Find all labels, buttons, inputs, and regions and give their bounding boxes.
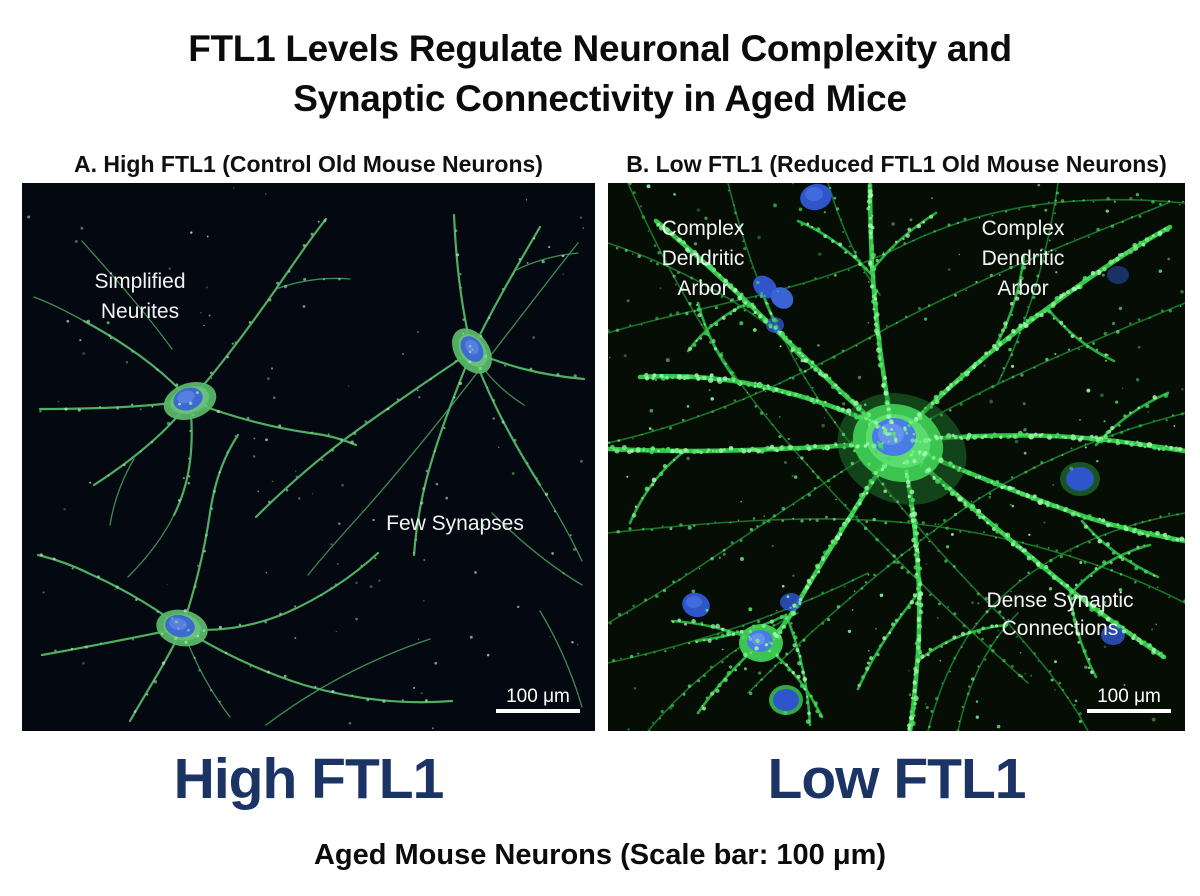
nucleus-highlight — [169, 617, 187, 631]
panel-a-micrograph: Simplified Neurites Few Synapses 100 μm — [22, 183, 595, 731]
nucleus-highlight — [805, 187, 823, 201]
panel-a-stray-neurites — [81, 240, 583, 726]
annotation-arbor-right-line1: Complex — [982, 217, 1065, 240]
annotation-simplified-neurites-line1: Simplified — [94, 270, 185, 293]
nucleus — [766, 317, 784, 333]
panel-a-header: A. High FTL1 (Control Old Mouse Neurons) — [74, 151, 543, 177]
figure-title: FTL1 Levels Regulate Neuronal Complexity… — [0, 24, 1200, 124]
neuron-a1-soma — [163, 381, 217, 421]
scale-bar-line — [1087, 709, 1171, 713]
panel-b-dapi-nuclei — [682, 183, 1129, 715]
panel-a-puncta — [27, 187, 584, 730]
figure-title-line1: FTL1 Levels Regulate Neuronal Complexity… — [188, 28, 1012, 69]
panel-b-synaptic-puncta — [608, 183, 1185, 731]
nucleus — [770, 287, 794, 309]
panel-a-footer-label: High FTL1 — [173, 747, 445, 811]
panel-b-footer-label: Low FTL1 — [767, 747, 1027, 811]
neuron-a3-soma — [156, 609, 208, 647]
scale-bar-label: 100 μm — [506, 686, 570, 707]
annotation-arbor-left-line3: Arbor — [677, 277, 728, 300]
nucleus — [1066, 467, 1094, 491]
nucleus-highlight — [177, 390, 195, 404]
panel-a-background — [22, 183, 595, 731]
annotation-few-synapses: Few Synapses — [386, 512, 524, 535]
scale-bar-line — [496, 709, 580, 713]
annotation-dense-synaptic-line2: Connections — [1002, 617, 1119, 640]
annotation-simplified-neurites-line2: Neurites — [101, 300, 179, 323]
nucleus — [753, 275, 777, 299]
panel-b-header: B. Low FTL1 (Reduced FTL1 Old Mouse Neur… — [626, 151, 1167, 177]
figure-title-line2: Synaptic Connectivity in Aged Mice — [293, 78, 907, 119]
annotation-dense-synaptic-line1: Dense Synaptic — [986, 589, 1133, 612]
nucleus — [1107, 266, 1129, 284]
figure-caption: Aged Mouse Neurons (Scale bar: 100 μm) — [313, 839, 887, 871]
annotation-arbor-left-line1: Complex — [662, 217, 745, 240]
annotation-arbor-right-line2: Dendritic — [982, 247, 1065, 270]
annotation-arbor-right-line3: Arbor — [997, 277, 1048, 300]
annotation-arbor-left-line2: Dendritic — [662, 247, 745, 270]
panel-b-micrograph: Complex Dendritic Arbor Complex Dendriti… — [608, 183, 1185, 731]
panel-a-annotations: Simplified Neurites Few Synapses — [94, 270, 523, 535]
scale-bar-label: 100 μm — [1097, 686, 1161, 707]
nucleus-highlight — [465, 339, 479, 355]
panel-a-scale-bar: 100 μm — [496, 686, 580, 713]
panel-b-scale-bar: 100 μm — [1087, 686, 1171, 713]
nucleus — [1101, 625, 1125, 645]
nucleus — [773, 689, 799, 711]
nucleus-highlight — [686, 596, 702, 608]
panel-b-annotations: Complex Dendritic Arbor Complex Dendriti… — [662, 217, 1134, 640]
